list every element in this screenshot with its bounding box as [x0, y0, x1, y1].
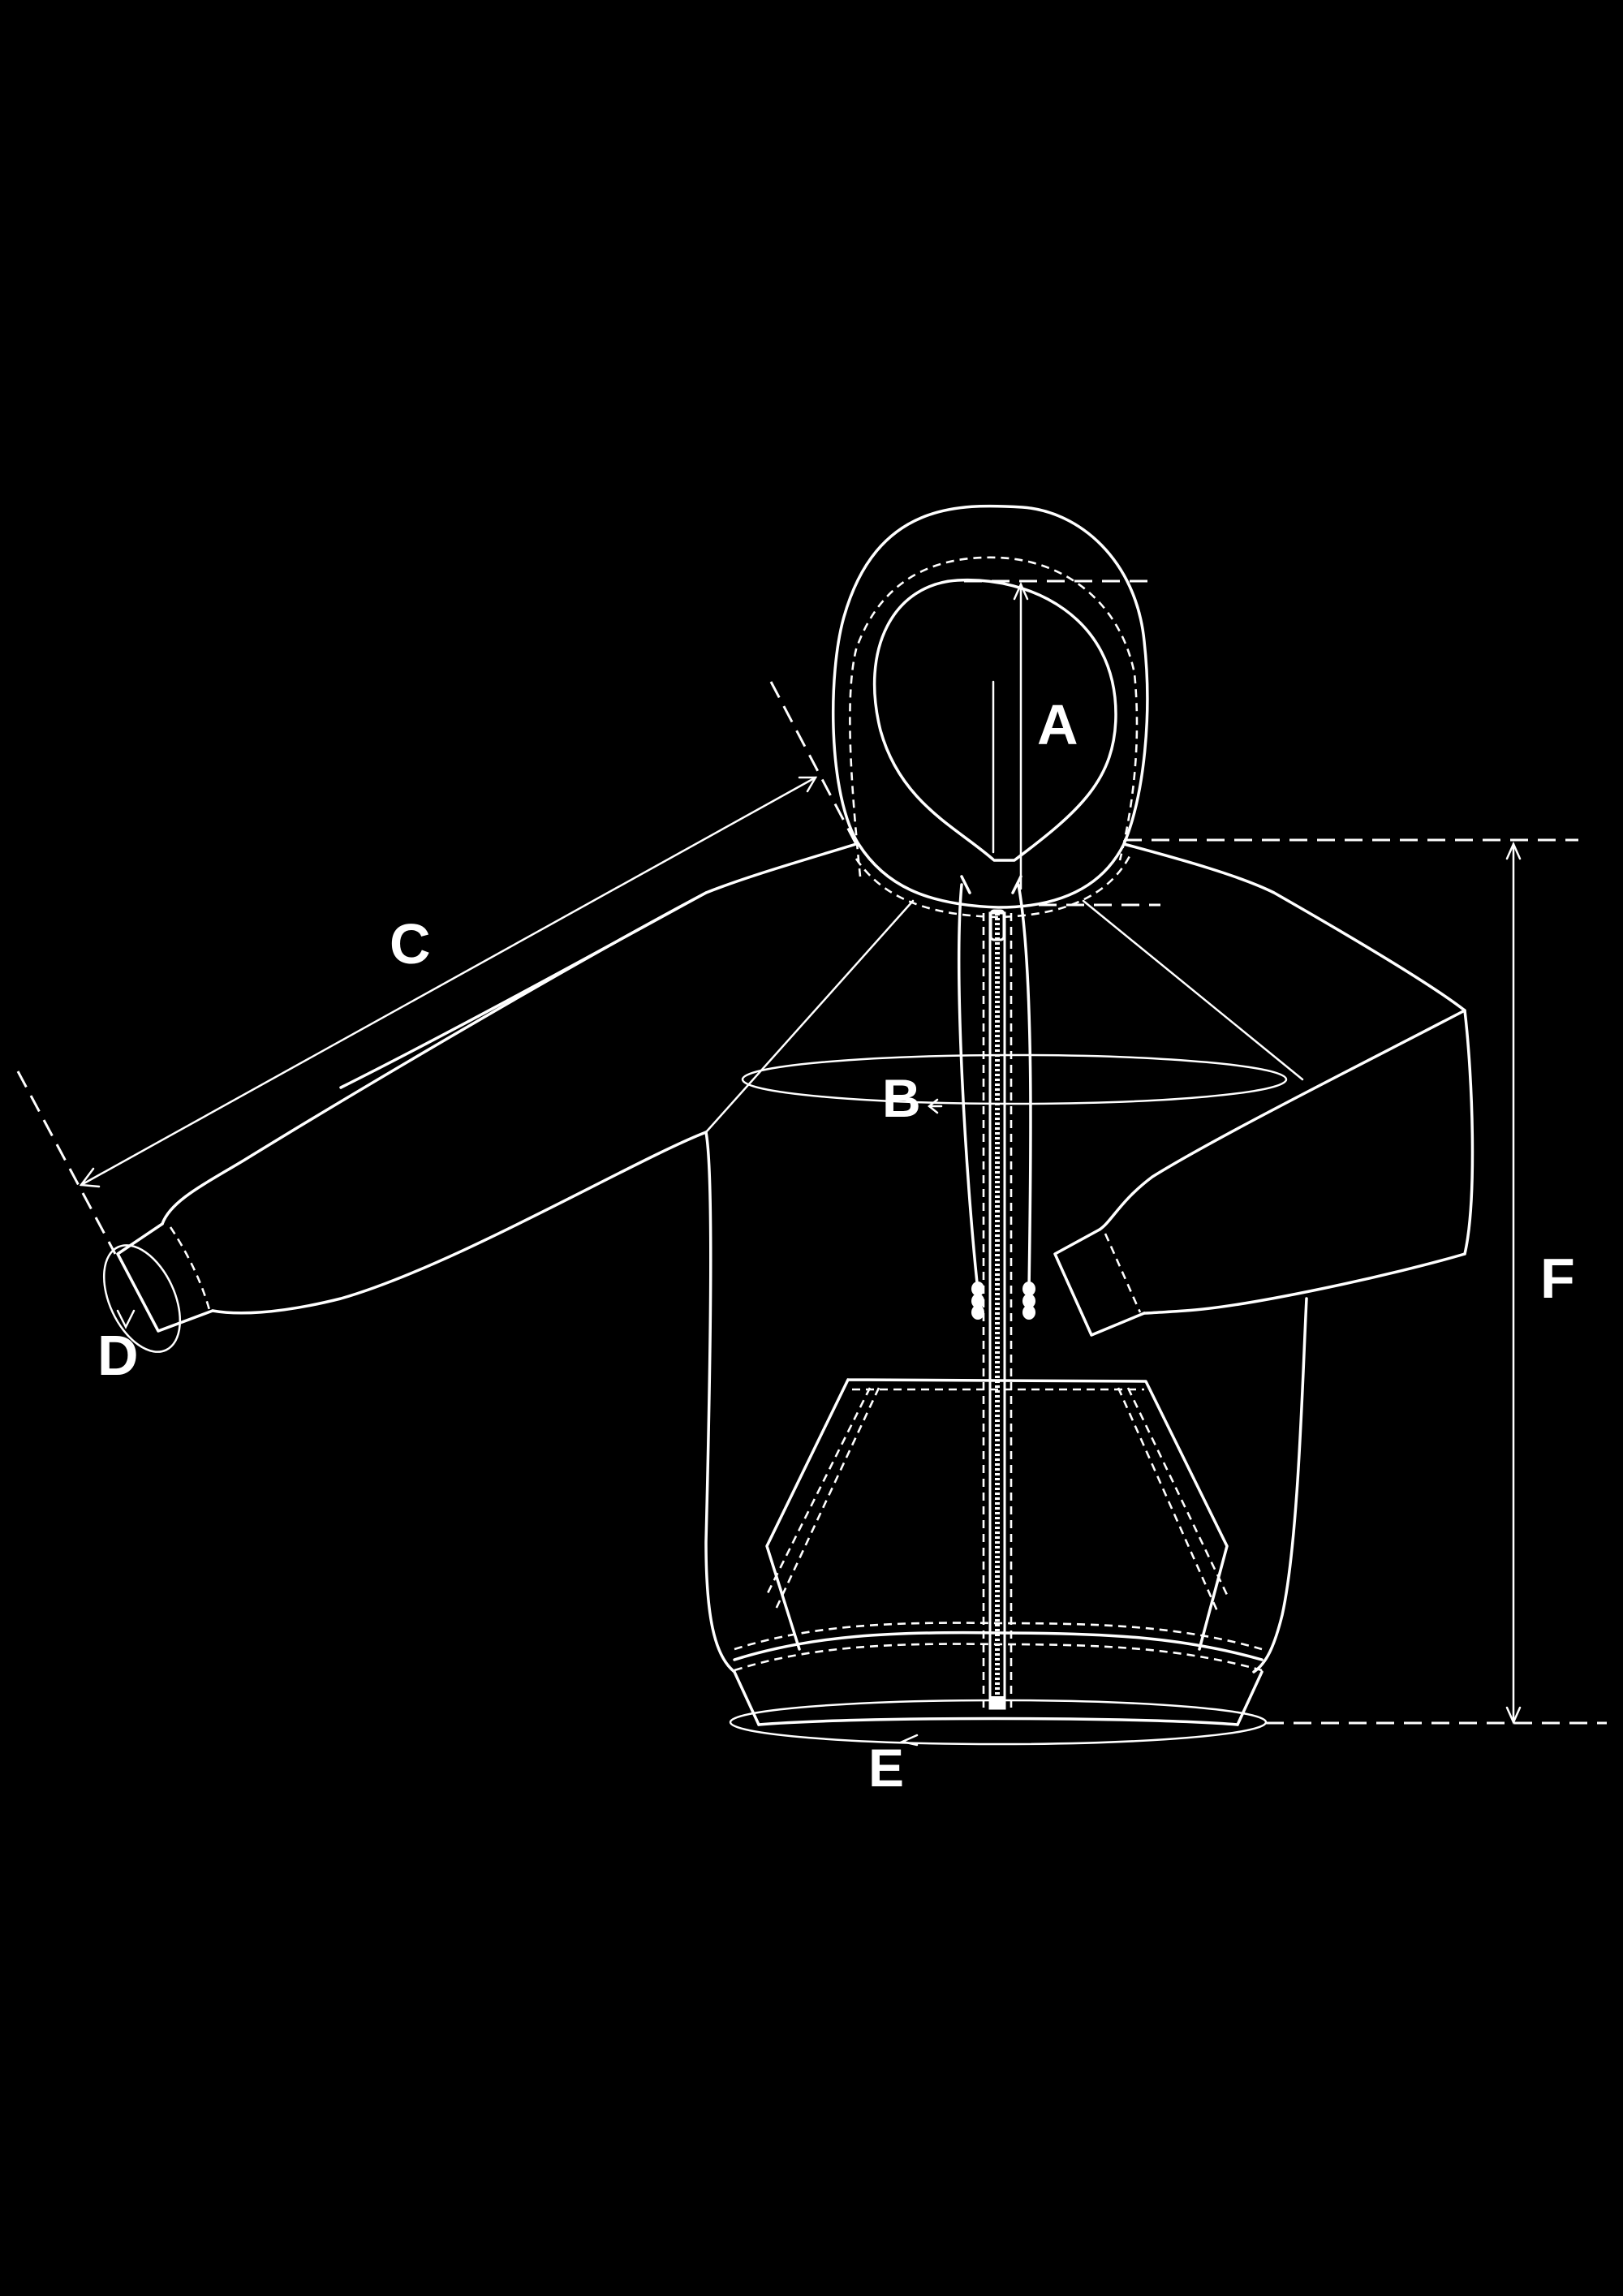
waistband-stitch-bottom — [734, 1643, 1263, 1672]
hood-opening — [872, 578, 1117, 862]
collar-seam — [857, 842, 1126, 909]
left-sleeve-bottom — [211, 1131, 708, 1315]
measure-c-arrow-start — [79, 1167, 101, 1188]
measure-e-arrow — [899, 1734, 919, 1747]
label-b: B — [882, 1068, 921, 1128]
hem — [757, 1717, 1239, 1726]
measure-d-arrow — [116, 1309, 136, 1329]
measure-a-arrow — [1013, 581, 1029, 601]
label-f: F — [1540, 1247, 1575, 1310]
measure-f-arrow-top — [1505, 841, 1522, 860]
eyelet-left — [960, 875, 971, 894]
hem-sides — [733, 1670, 1264, 1726]
right-sleeve-bottom — [1143, 1252, 1466, 1315]
drawstring-right — [1017, 883, 1032, 1292]
left-body-side — [704, 1131, 736, 1674]
measure-c-line — [80, 776, 817, 1187]
measure-b-ellipse — [741, 1053, 1288, 1105]
left-cuff-rib — [169, 1226, 211, 1311]
label-c: C — [390, 912, 431, 976]
measure-f-arrow-bottom — [1505, 1706, 1522, 1725]
zipper-stop — [990, 1696, 1005, 1709]
raglan-seam-left — [704, 899, 915, 1134]
right-cuff — [1053, 1228, 1146, 1337]
hood-outer — [832, 504, 1149, 846]
collar-stitch — [855, 855, 1131, 919]
zipper-pull — [989, 909, 1005, 941]
label-d: D — [97, 1324, 139, 1387]
measure-c-guide-shoulder — [769, 681, 858, 845]
measure-c-arrow-end — [798, 776, 818, 793]
label-e: E — [868, 1738, 905, 1798]
label-a: A — [1037, 693, 1078, 756]
drawstring-tip-left — [971, 1282, 984, 1320]
right-shoulder — [1122, 842, 1474, 1256]
drawstring-left — [958, 883, 979, 1292]
measure-b-arrow — [927, 1098, 943, 1114]
measure-d-ellipse — [102, 1244, 182, 1353]
right-sleeve-top — [1098, 1009, 1466, 1231]
pocket-stitch-right — [1117, 1387, 1229, 1612]
left-sleeve-top — [161, 891, 708, 1226]
waistband-stitch-top — [734, 1622, 1263, 1651]
pocket-outline — [765, 1378, 1229, 1651]
eyelet-right — [1011, 875, 1022, 894]
right-cuff-rib — [1104, 1233, 1142, 1313]
left-cuff — [116, 1222, 214, 1333]
raglan-seam-right — [1082, 899, 1304, 1081]
pocket-stitch-left — [765, 1387, 880, 1612]
measure-c-guide-cuff — [16, 1070, 117, 1255]
drawstring-tip-right — [1022, 1282, 1035, 1320]
right-body-side — [1252, 1297, 1308, 1674]
waistband-seam — [733, 1630, 1264, 1661]
